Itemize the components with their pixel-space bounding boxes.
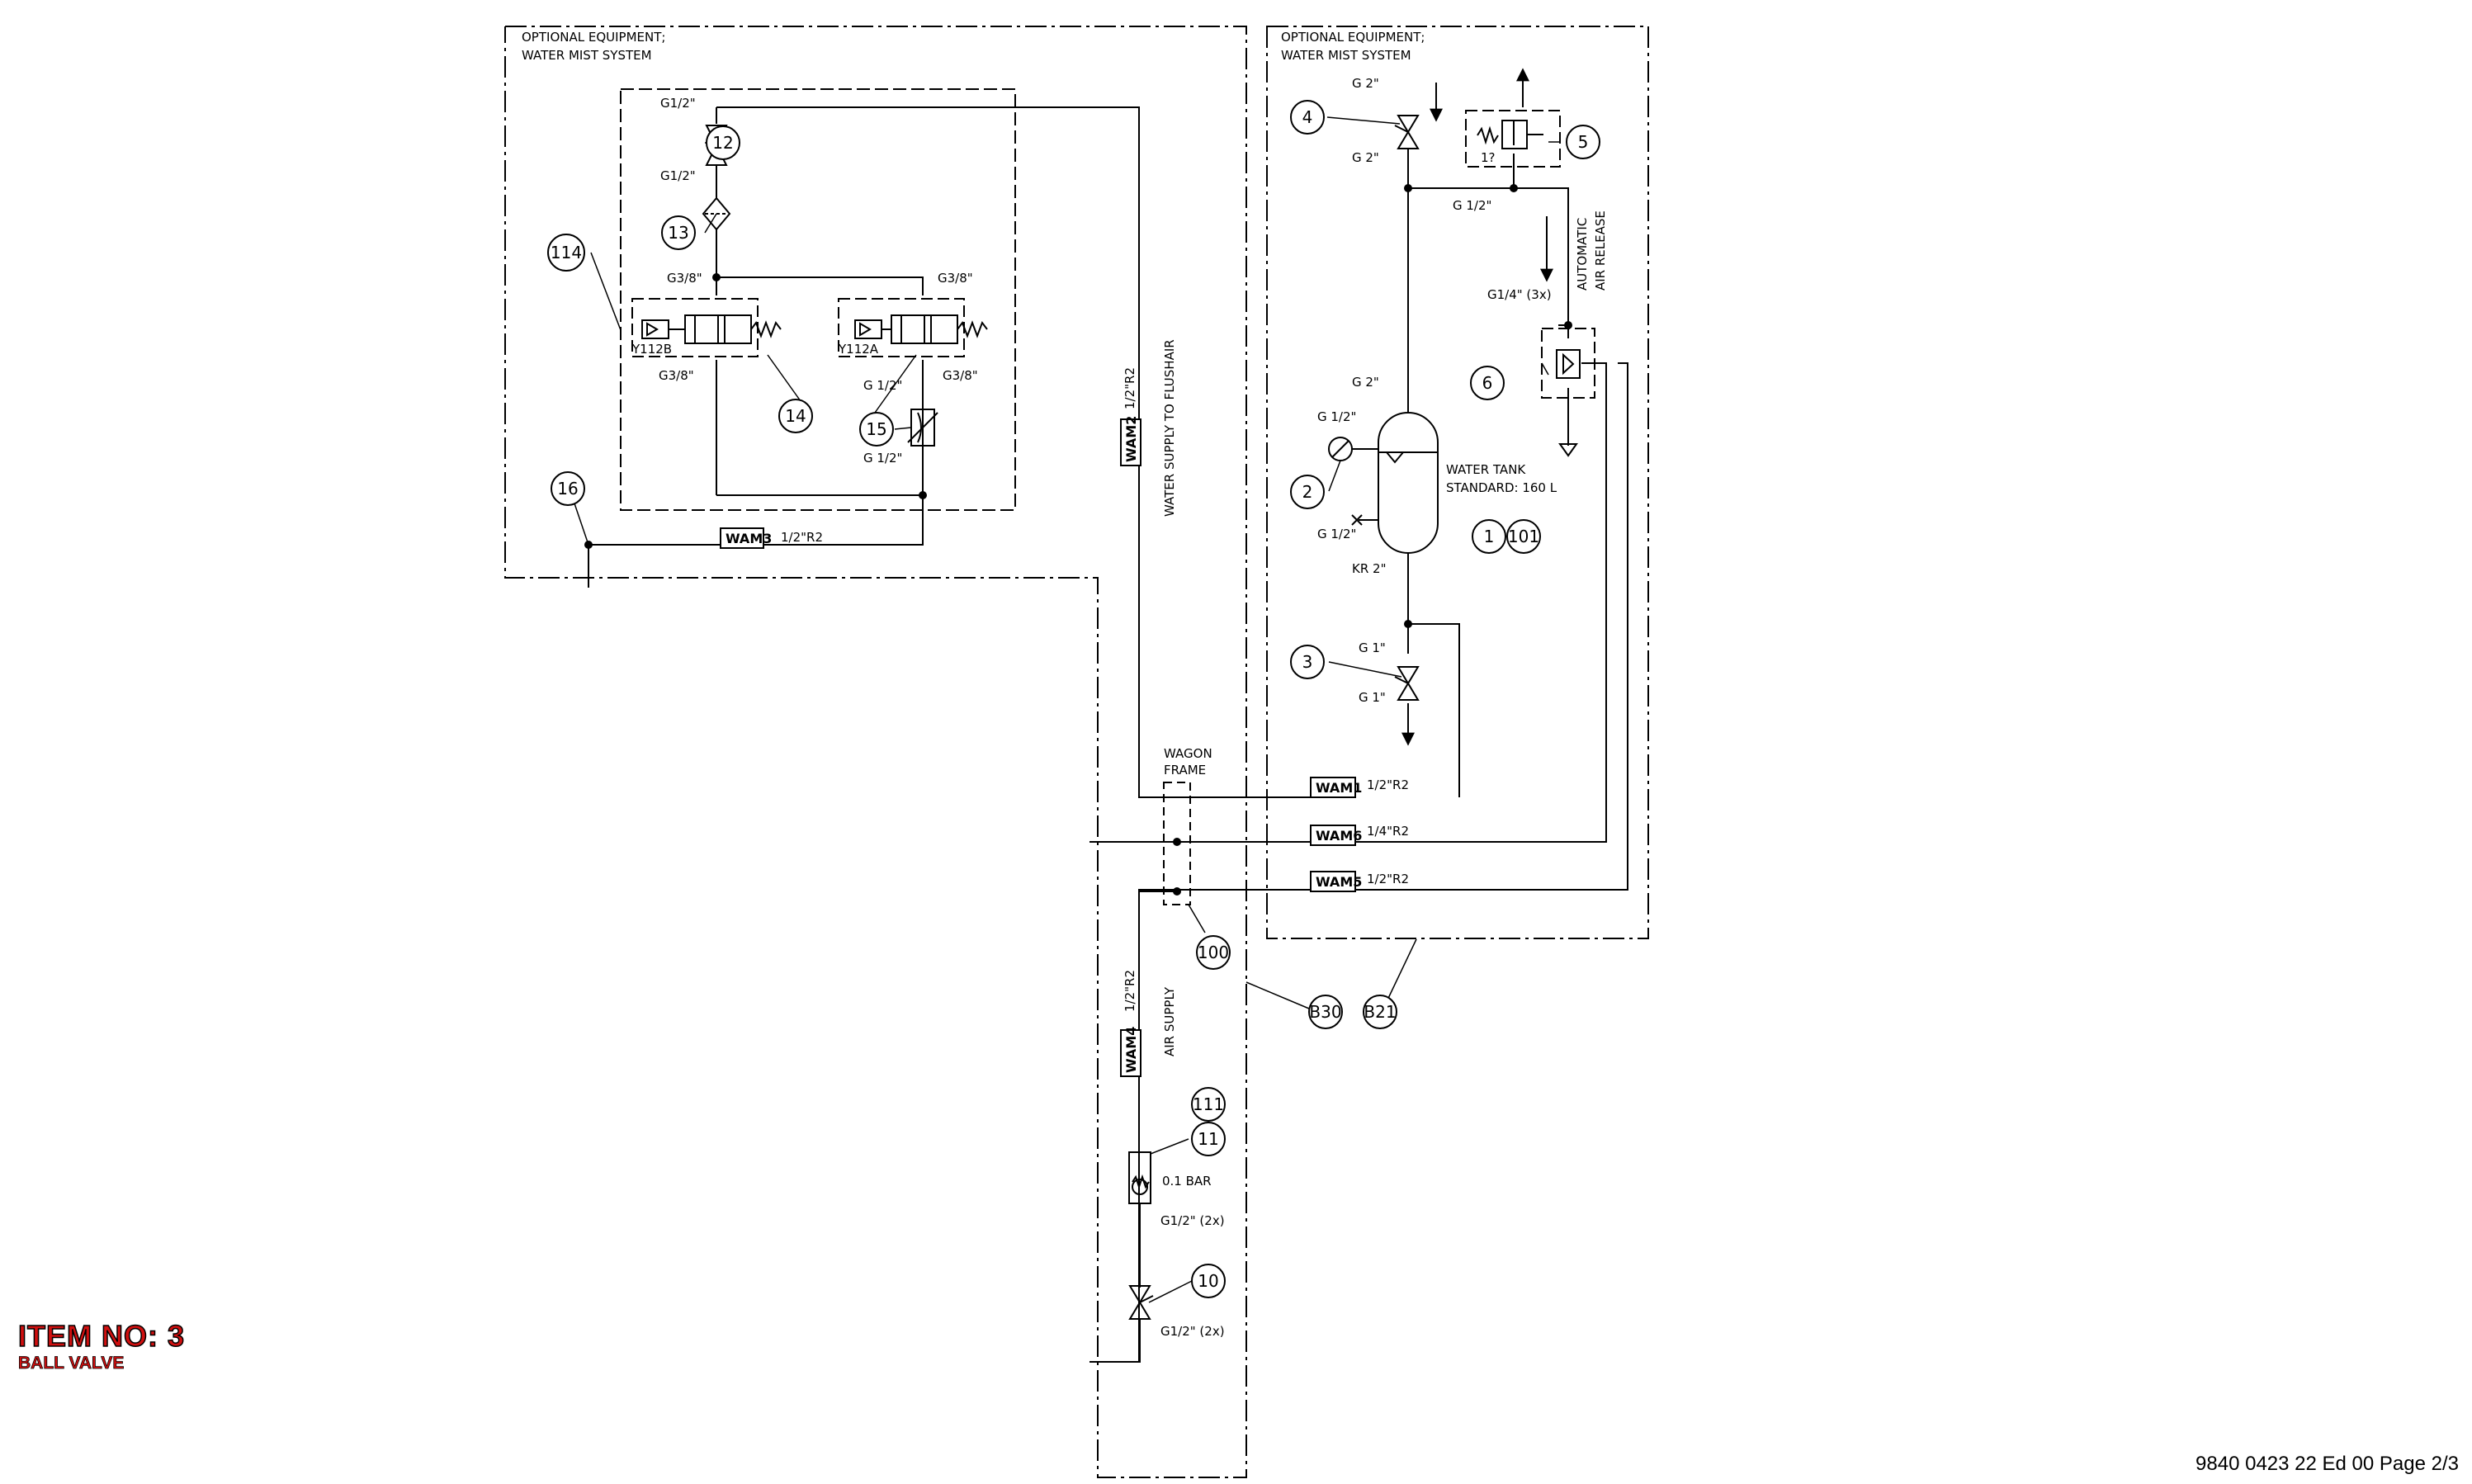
rating-wam1: 1/2"R2	[1367, 777, 1409, 792]
callout-12: 12	[712, 133, 733, 153]
callout-b30: B30	[1309, 1002, 1341, 1022]
size-valve15-bottom: G 1/2"	[863, 451, 902, 466]
right-box-title-2: WATER MIST SYSTEM	[1281, 48, 1411, 63]
callout-10: 10	[1198, 1271, 1218, 1291]
callout-16: 16	[557, 479, 578, 499]
note-flushair: WATER SUPPLY TO FLUSHAIR	[1162, 339, 1177, 517]
rating-wam4: 1/2"R2	[1123, 970, 1137, 1012]
left-boundary	[504, 26, 1247, 1478]
left-circuit-piping	[588, 106, 1324, 798]
callout-14: 14	[785, 406, 806, 426]
size-valve4-bottom: G 2"	[1352, 150, 1379, 165]
callout-6: 6	[1482, 373, 1493, 393]
ball-valve-3	[1394, 666, 1420, 746]
size-kr2: KR 2"	[1352, 561, 1386, 576]
right-boundary	[1266, 26, 1649, 939]
callout-2: 2	[1302, 482, 1313, 502]
callout-b21: B21	[1364, 1002, 1396, 1022]
callout-15: 15	[866, 419, 886, 439]
solenoid-valve-y112a	[838, 298, 988, 357]
size-y112a-top: G3/8"	[938, 271, 973, 286]
size-valve3-top: G 1"	[1359, 640, 1386, 655]
size-air-release: G1/4" (3x)	[1487, 287, 1552, 302]
callout-1: 1	[1484, 527, 1495, 546]
size-drain: G 1/2"	[1317, 527, 1356, 541]
size-valve11: G1/2" (2x)	[1160, 1213, 1225, 1228]
tag-wam6: WAM6	[1316, 828, 1362, 844]
pressure-gauge-2	[1328, 437, 1378, 526]
rating-wam3: 1/2"R2	[781, 530, 823, 545]
item-number-title: ITEM NO: 3	[17, 1318, 186, 1354]
item-description: BALL VALVE	[18, 1354, 125, 1373]
size-tank-top: G 2"	[1352, 375, 1379, 390]
solenoid-valve-y112b	[631, 298, 782, 357]
pressure-relief-valve-5	[1465, 68, 1561, 168]
tag-wam1: WAM1	[1316, 780, 1362, 796]
size-y112b-bottom: G3/8"	[659, 368, 694, 383]
size-valve10: G1/2" (2x)	[1160, 1324, 1225, 1339]
ball-valve-10	[1089, 1285, 1154, 1363]
note-auto-release-2: AIR RELEASE	[1593, 210, 1608, 291]
tag-wam3: WAM3	[726, 531, 772, 546]
rating-wam5: 1/2"R2	[1367, 872, 1409, 886]
note-air-supply: AIR SUPPLY	[1162, 986, 1177, 1056]
left-box-title-1: OPTIONAL EQUIPMENT;	[522, 30, 665, 45]
left-box-title-2: WATER MIST SYSTEM	[522, 48, 652, 63]
size-valve12-top: G1/2"	[660, 96, 696, 111]
callout-100: 100	[1198, 943, 1229, 962]
callout-114: 114	[551, 243, 582, 262]
water-tank-1	[1378, 412, 1439, 554]
tag-y112a: Y112A	[838, 342, 879, 357]
document-reference: 9840 0423 22 Ed 00 Page 2/3	[2195, 1453, 2459, 1475]
size-gauge: G 1/2"	[1317, 409, 1356, 424]
tag-y112b: Y112B	[631, 342, 672, 357]
size-valve15-top: G 1/2"	[863, 378, 902, 393]
check-valve-11	[1128, 1151, 1151, 1288]
callout-101: 101	[1508, 527, 1539, 546]
callout-5: 5	[1578, 132, 1589, 152]
note-wagon: WAGON	[1164, 746, 1212, 761]
note-auto-release-1: AUTOMATIC	[1575, 218, 1590, 291]
wagon-frame-boundary	[1163, 782, 1191, 905]
rating-wam6: 1/4"R2	[1367, 824, 1409, 839]
size-valve12-bottom: G1/2"	[660, 168, 696, 183]
inner-module-boundary	[620, 88, 1016, 511]
throttle-valve-15	[907, 409, 938, 447]
note-tank-2: STANDARD: 160 L	[1446, 480, 1557, 495]
leader-lines	[574, 116, 1560, 1303]
callout-111: 111	[1193, 1094, 1224, 1114]
right-box-title-1: OPTIONAL EQUIPMENT;	[1281, 30, 1425, 45]
note-tank-1: WATER TANK	[1446, 462, 1526, 477]
tag-wam5: WAM5	[1316, 874, 1362, 890]
note-qmark: 1?	[1481, 150, 1496, 165]
callout-3: 3	[1302, 652, 1313, 672]
note-bar: 0.1 BAR	[1162, 1174, 1212, 1189]
callout-4: 4	[1302, 107, 1313, 127]
note-frame: FRAME	[1164, 763, 1206, 777]
tag-wam2: WAM2	[1123, 416, 1139, 462]
size-valve3-bottom: G 1"	[1359, 690, 1386, 705]
ball-valve-4	[1394, 115, 1420, 149]
size-y112a-bottom: G3/8"	[943, 368, 978, 383]
rating-wam2: 1/2"R2	[1123, 367, 1137, 409]
tag-wam4: WAM4	[1123, 1027, 1139, 1073]
callout-11: 11	[1198, 1129, 1218, 1149]
size-y112b-top: G3/8"	[667, 271, 702, 286]
size-valve5: G 1/2"	[1453, 198, 1491, 213]
callout-13: 13	[668, 223, 688, 243]
junction-dots	[584, 184, 1572, 896]
size-valve4-top: G 2"	[1352, 76, 1379, 91]
